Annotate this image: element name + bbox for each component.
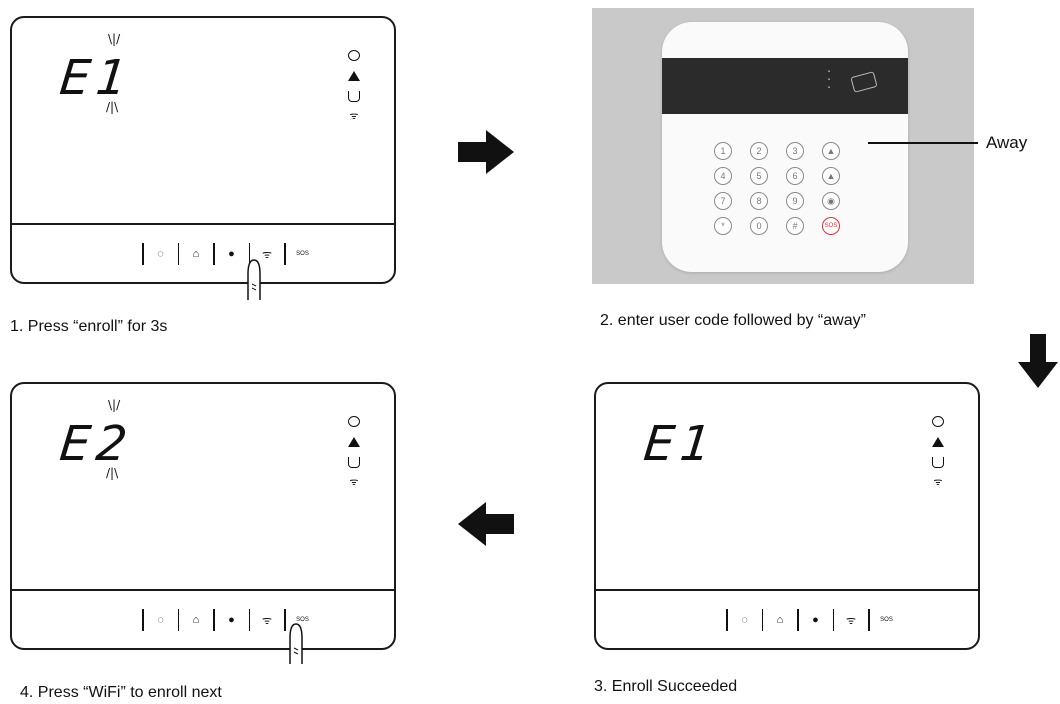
key-home[interactable]: ▲ xyxy=(822,167,840,185)
home-button[interactable]: ⌂ xyxy=(192,248,200,260)
arrow-icon xyxy=(1018,334,1058,388)
arrow-icon xyxy=(458,130,514,174)
wifi-icon: ᯤ xyxy=(349,111,359,122)
sos-button[interactable]: SOS xyxy=(296,617,309,623)
panel-step-1: \|/ E1 /|\ ᯤ ◌ ⌂ ● ᯤ SOS xyxy=(10,16,396,300)
key-5[interactable]: 5 xyxy=(750,167,768,185)
key-star[interactable]: * xyxy=(714,217,732,235)
home-icon xyxy=(932,437,944,447)
blink-icon: /|\ xyxy=(106,466,119,480)
key-0[interactable]: 0 xyxy=(750,217,768,235)
status-icons: ᯤ xyxy=(928,416,948,498)
caption-step-3: 3. Enroll Succeeded xyxy=(594,678,738,695)
finger-icon xyxy=(289,623,303,664)
blink-icon: \|/ xyxy=(108,32,121,46)
enroll-button[interactable]: ● xyxy=(812,614,819,626)
panel-step-4: \|/ E2 /|\ ᯤ ◌ ⌂ ● ᯤ SOS xyxy=(10,382,396,664)
cup-icon xyxy=(932,457,944,468)
lcd-display: E1 xyxy=(641,416,720,472)
caption-step-1: 1. Press “enroll” for 3s xyxy=(10,318,168,335)
away-label: Away xyxy=(986,133,1028,152)
led-indicators: ▪▪▪ xyxy=(827,69,830,91)
keypad-keys: 1 2 3 ▲ 4 5 6 ▲ 7 8 9 ◉ * 0 # SOS xyxy=(714,142,844,235)
key-7[interactable]: 7 xyxy=(714,192,732,210)
finger-icon xyxy=(247,259,261,300)
lcd-display: E1 xyxy=(57,50,136,106)
key-sos[interactable]: SOS xyxy=(822,217,840,235)
disarm-button[interactable]: ◌ xyxy=(157,614,164,626)
key-3[interactable]: 3 xyxy=(786,142,804,160)
wifi-icon: ᯤ xyxy=(933,477,943,488)
key-1[interactable]: 1 xyxy=(714,142,732,160)
keypad-photo: ▪▪▪ 1 2 3 ▲ 4 5 6 ▲ 7 8 9 ◉ * 0 # SOS xyxy=(592,8,974,284)
key-hash[interactable]: # xyxy=(786,217,804,235)
away-pointer-line xyxy=(868,142,978,144)
key-2[interactable]: 2 xyxy=(750,142,768,160)
home-icon xyxy=(348,437,360,447)
sos-button[interactable]: SOS xyxy=(880,617,893,623)
keypad-display-band: ▪▪▪ xyxy=(662,58,908,114)
caption-step-2: 2. enter user code followed by “away” xyxy=(600,312,866,329)
divider xyxy=(12,223,394,225)
key-away[interactable]: ▲ xyxy=(822,142,840,160)
key-6[interactable]: 6 xyxy=(786,167,804,185)
key-4[interactable]: 4 xyxy=(714,167,732,185)
enroll-button[interactable]: ● xyxy=(228,248,235,260)
divider xyxy=(596,589,978,591)
wifi-icon: ᯤ xyxy=(349,477,359,488)
status-icons: ᯤ xyxy=(344,50,364,132)
disarm-button[interactable]: ◌ xyxy=(157,248,164,260)
wifi-button[interactable]: ᯤ xyxy=(261,614,273,627)
key-disarm[interactable]: ◉ xyxy=(822,192,840,210)
panel-step-3: E1 ᯤ ◌ ⌂ ● ᯤ SOS xyxy=(594,382,980,650)
home-icon xyxy=(348,71,360,81)
home-button[interactable]: ⌂ xyxy=(776,614,784,626)
key-8[interactable]: 8 xyxy=(750,192,768,210)
cup-icon xyxy=(348,457,360,468)
caption-step-4: 4. Press “WiFi” to enroll next xyxy=(20,684,222,701)
button-bar: ◌ ⌂ ● ᯤ SOS xyxy=(726,606,896,634)
divider xyxy=(12,589,394,591)
cup-icon xyxy=(348,91,360,102)
home-button[interactable]: ⌂ xyxy=(192,614,200,626)
card-reader-icon xyxy=(850,71,878,93)
button-bar: ◌ ⌂ ● ᯤ SOS xyxy=(142,240,312,268)
enroll-button[interactable]: ● xyxy=(228,614,235,626)
status-icons: ᯤ xyxy=(344,416,364,498)
wifi-button[interactable]: ᯤ xyxy=(261,248,273,261)
lcd-display: E2 xyxy=(57,416,136,472)
key-9[interactable]: 9 xyxy=(786,192,804,210)
drop-icon xyxy=(348,50,360,61)
drop-icon xyxy=(348,416,360,427)
disarm-button[interactable]: ◌ xyxy=(741,614,748,626)
button-bar: ◌ ⌂ ● ᯤ SOS xyxy=(142,606,312,634)
keypad: ▪▪▪ 1 2 3 ▲ 4 5 6 ▲ 7 8 9 ◉ * 0 # SOS xyxy=(662,22,908,272)
sos-button[interactable]: SOS xyxy=(296,251,309,257)
arrow-icon xyxy=(458,502,514,546)
blink-icon: /|\ xyxy=(106,100,119,114)
wifi-button[interactable]: ᯤ xyxy=(845,614,857,627)
blink-icon: \|/ xyxy=(108,398,121,412)
drop-icon xyxy=(932,416,944,427)
